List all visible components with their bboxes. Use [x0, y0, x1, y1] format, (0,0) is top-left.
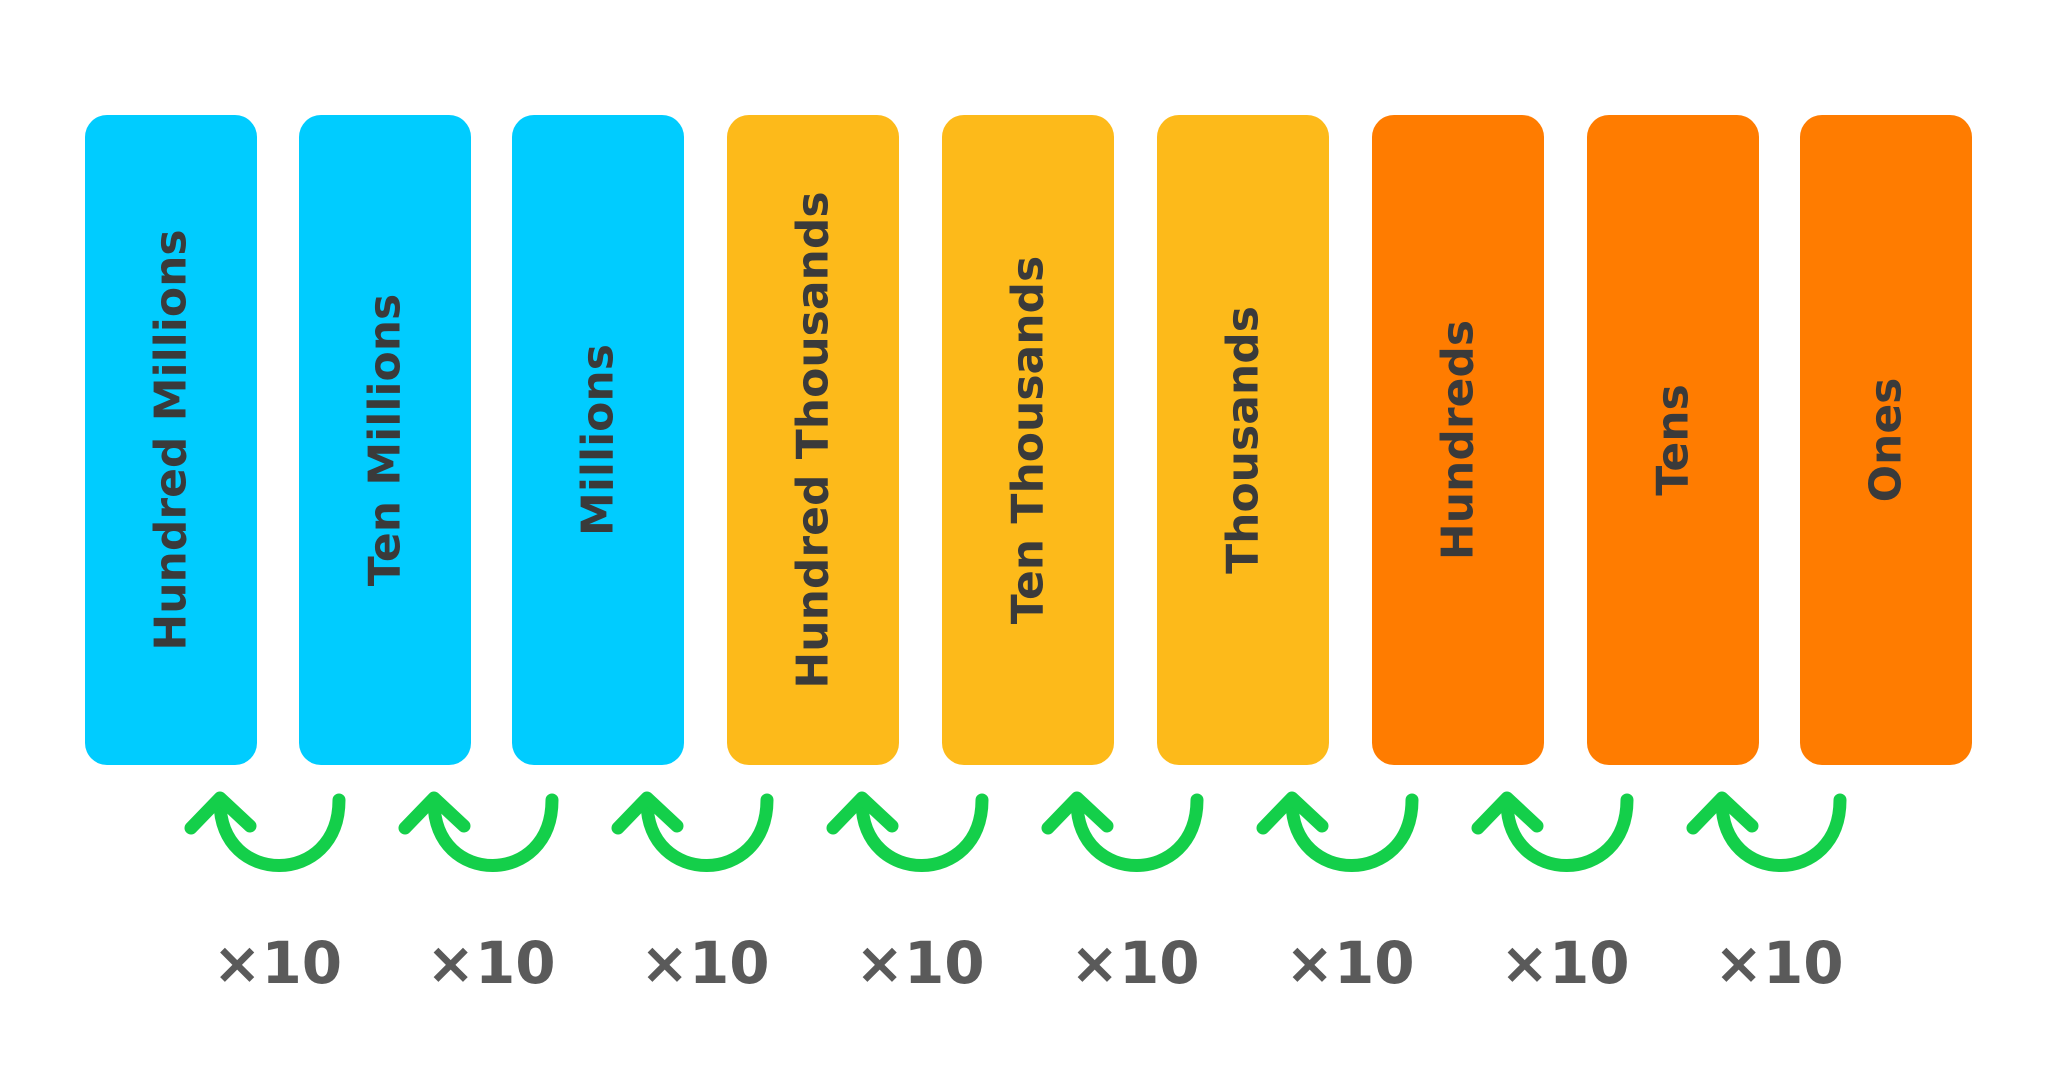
arrow-head-icon — [1686, 791, 1759, 835]
column-ones: Ones — [1800, 115, 1972, 765]
arrow-head-icon — [184, 791, 257, 835]
arrow-curve — [1715, 793, 1847, 872]
column-hundred-thousands: Hundred Thousands — [727, 115, 899, 765]
column-ten-thousands: Ten Thousands — [942, 115, 1114, 765]
column-ten-millions: Ten Millions — [299, 115, 471, 765]
multiplier-label: ×10 — [1714, 929, 1843, 997]
column-label: Tens — [1648, 384, 1699, 496]
multiplier-arrows — [184, 791, 1847, 872]
column-millions: Millions — [512, 115, 684, 765]
column-box — [512, 115, 684, 765]
multiplier-label: ×10 — [1070, 929, 1199, 997]
arrow-head-icon — [826, 791, 899, 835]
arrow-curve — [855, 793, 989, 872]
arrow-head-icon — [1471, 791, 1544, 835]
column-box — [299, 115, 471, 765]
place-value-columns: Hundred Millions Ten Millions Millions Hund… — [85, 115, 1972, 765]
column-box — [1587, 115, 1759, 765]
column-label: Ten Thousands — [1003, 256, 1054, 624]
column-label: Ten Millions — [360, 294, 411, 587]
multiplier-labels: ×10 ×10 ×10 ×10 ×10 ×10 ×10 ×10 — [213, 929, 1844, 997]
arrow-curve — [1500, 793, 1634, 872]
column-box — [1372, 115, 1544, 765]
column-thousands: Thousands — [1157, 115, 1329, 765]
multiplier-label: ×10 — [426, 929, 555, 997]
column-label: Thousands — [1218, 306, 1269, 574]
column-label: Hundred Thousands — [788, 191, 839, 688]
arrow-curve — [427, 793, 559, 872]
arrow-curve — [213, 793, 346, 872]
column-tens: Tens — [1587, 115, 1759, 765]
multiplier-label: ×10 — [640, 929, 769, 997]
column-box — [727, 115, 899, 765]
column-label: Ones — [1861, 378, 1912, 503]
column-box — [942, 115, 1114, 765]
multiplier-label: ×10 — [1500, 929, 1629, 997]
arrow-curve — [1285, 793, 1419, 872]
arrow-curve — [1070, 793, 1204, 872]
arrow-head-icon — [1256, 791, 1329, 835]
arrow-curve — [640, 793, 774, 872]
column-label: Hundreds — [1433, 320, 1484, 560]
arrow-head-icon — [1041, 791, 1114, 835]
column-hundreds: Hundreds — [1372, 115, 1544, 765]
column-label: Hundred Millions — [146, 229, 197, 650]
multiplier-label: ×10 — [1285, 929, 1414, 997]
column-box — [1800, 115, 1972, 765]
column-hundred-millions: Hundred Millions — [85, 115, 257, 765]
column-box — [85, 115, 257, 765]
multiplier-label: ×10 — [213, 929, 342, 997]
column-label: Millions — [573, 344, 624, 536]
arrow-head-icon — [398, 791, 471, 835]
column-box — [1157, 115, 1329, 765]
arrow-head-icon — [611, 791, 684, 835]
multiplier-label: ×10 — [855, 929, 984, 997]
